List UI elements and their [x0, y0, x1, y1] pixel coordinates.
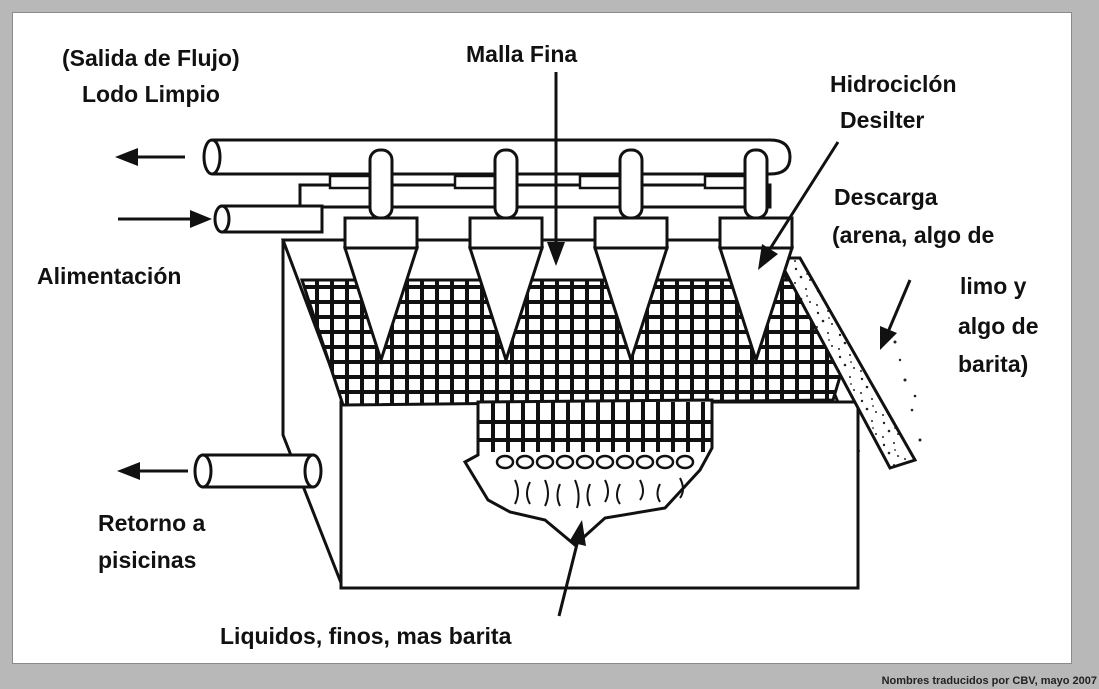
feed-pipe [213, 204, 324, 234]
outflow-label-line1: (Salida de Flujo) [62, 45, 240, 71]
return-label-line2: pisicinas [98, 547, 197, 573]
hydrocyclone-1 [342, 148, 420, 365]
return-label-line1: Retorno a [98, 510, 206, 536]
cutaway-bubbles [495, 454, 695, 470]
discharge-chute [775, 256, 918, 470]
discharge-label-line3: limo y [960, 273, 1027, 299]
fine-mesh-label: Malla Fina [466, 41, 578, 67]
return-arrow-icon [117, 462, 188, 480]
tank-cutaway [462, 398, 714, 547]
discharge-label-line1: Descarga [834, 184, 938, 210]
discharge-label-line4: algo de [958, 313, 1039, 339]
discharge-label-line2: (arena, algo de [832, 222, 995, 248]
feed-label: Alimentación [37, 263, 182, 289]
discharge-debris [893, 340, 922, 442]
liquids-arrow-icon [557, 520, 586, 617]
outflow-arrow-icon [115, 148, 185, 166]
return-pipe [193, 453, 323, 489]
hydrocyclone-4 [717, 148, 795, 365]
credit-note: Nombres traducidos por CBV, mayo 2007 [881, 675, 1097, 687]
fine-mesh-arrow-icon [547, 72, 565, 266]
cutaway-fluid-strokes [514, 477, 684, 509]
outflow-label-line2: Lodo Limpio [82, 81, 220, 107]
hydrocyclone-arrow-icon [758, 141, 840, 270]
discharge-label-line5: barita) [958, 351, 1029, 377]
discharge-arrow-icon [880, 279, 912, 350]
hydrocyclone-label-line1: Hidrociclón [830, 71, 957, 97]
feed-arrow-icon [118, 210, 212, 228]
hydrocyclone-2 [467, 148, 545, 365]
feed-manifold [298, 174, 772, 209]
hydrocyclone-label-line2: Desilter [840, 107, 925, 133]
liquids-label: Liquidos, finos, mas barita [220, 623, 512, 649]
hydrocyclone-3 [592, 148, 670, 365]
arrows [115, 72, 912, 617]
cutaway-mesh-bars [478, 402, 712, 452]
